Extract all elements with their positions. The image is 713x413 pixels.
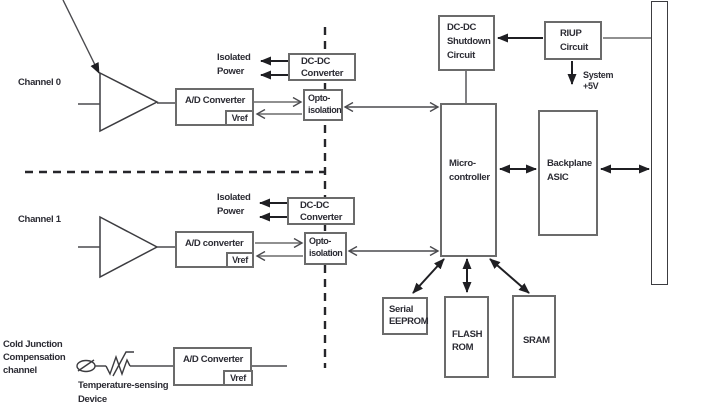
channel0-amplifier-triangle — [99, 71, 159, 133]
microcontroller-box: Micro- controller — [440, 103, 497, 257]
channel1-adc-label: A/D converter — [185, 238, 244, 249]
backplane-label-line1: Backplane — [547, 158, 592, 169]
serial-eeprom-box: Serial EEPROM — [382, 297, 429, 335]
channel1-isolated-power-label: Isolated Power — [217, 192, 251, 217]
channel0-dcdc-label-line2: Converter — [301, 68, 344, 79]
channel0-opto-label-line2: isolation — [308, 105, 342, 115]
backplane-asic-box: Backplane ASIC — [538, 110, 598, 236]
channel1-label: Channel 1 — [18, 214, 61, 225]
channel1-dcdc-converter-box: DC-DC Converter — [287, 197, 355, 225]
riup-circuit-box: RIUP Circuit — [544, 21, 602, 60]
channel0-opto-label-line1: Opto- — [308, 93, 330, 103]
backplane-label-line2: ASIC — [547, 172, 569, 183]
sram-box: SRAM — [512, 295, 556, 378]
system-5v-label: System +5V — [583, 70, 614, 91]
channel1-opto-isolation-box: Opto- isolation — [304, 232, 347, 265]
shutdown-label-line1: DC-DC — [447, 22, 477, 33]
sram-label: SRAM — [523, 335, 550, 346]
micro-sram-double-arrow — [489, 258, 530, 294]
cold-junction-adc-label: A/D Converter — [183, 354, 243, 365]
channel1-adc-box: A/D converter — [175, 231, 254, 268]
channel1-vref-label: Vref — [232, 254, 248, 265]
channel1-dcdc-label-line2: Converter — [300, 212, 343, 223]
flash-rom-box: FLASH ROM — [444, 296, 489, 378]
shutdown-label-line2: Shutdown — [447, 36, 491, 47]
cold-junction-channel-label: Cold Junction Compensation channel — [3, 339, 66, 376]
eeprom-label-line2: EEPROM — [389, 316, 429, 327]
micro-eeprom-double-arrow — [412, 258, 445, 294]
temperature-sensing-device-label: Temperature-sensing Device — [78, 380, 169, 405]
riup-label-line2: Circuit — [560, 42, 588, 53]
channel0-adc-label: A/D Converter — [185, 95, 245, 106]
channel1-vref-box: Vref — [226, 252, 254, 268]
channel1-amplifier-triangle — [99, 215, 159, 279]
channel1-opto-label-line2: isolation — [309, 248, 343, 258]
channel0-isolated-power-label: Isolated Power — [217, 52, 251, 77]
backplane-connector-bar — [651, 1, 668, 285]
channel0-dcdc-converter-box: DC-DC Converter — [288, 53, 356, 81]
channel0-vref-label: Vref — [231, 112, 248, 123]
channel0-vref-box: Vref — [225, 110, 254, 126]
channel0-input-signal-arrow — [62, 0, 100, 74]
flash-label-line2: ROM — [452, 342, 474, 353]
cold-junction-vref-label: Vref — [230, 372, 246, 383]
shutdown-label-line3: Circuit — [447, 50, 475, 61]
flash-label-line1: FLASH — [452, 329, 483, 340]
channel0-label: Channel 0 — [18, 77, 61, 88]
channel0-dcdc-label-line1: DC-DC — [301, 56, 331, 67]
microcontroller-label-line2: controller — [449, 172, 490, 183]
dcdc-shutdown-circuit-box: DC-DC Shutdown Circuit — [438, 15, 495, 71]
eeprom-label-line1: Serial — [389, 304, 414, 315]
channel0-opto-isolation-box: Opto- isolation — [303, 89, 343, 121]
channel1-opto-label-line1: Opto- — [309, 236, 331, 246]
cold-junction-vref-box: Vref — [223, 370, 253, 386]
channel1-dcdc-label-line1: DC-DC — [300, 200, 330, 211]
microcontroller-label-line1: Micro- — [449, 158, 476, 169]
thermistor-icon — [76, 351, 134, 377]
riup-label-line1: RIUP — [560, 28, 582, 39]
